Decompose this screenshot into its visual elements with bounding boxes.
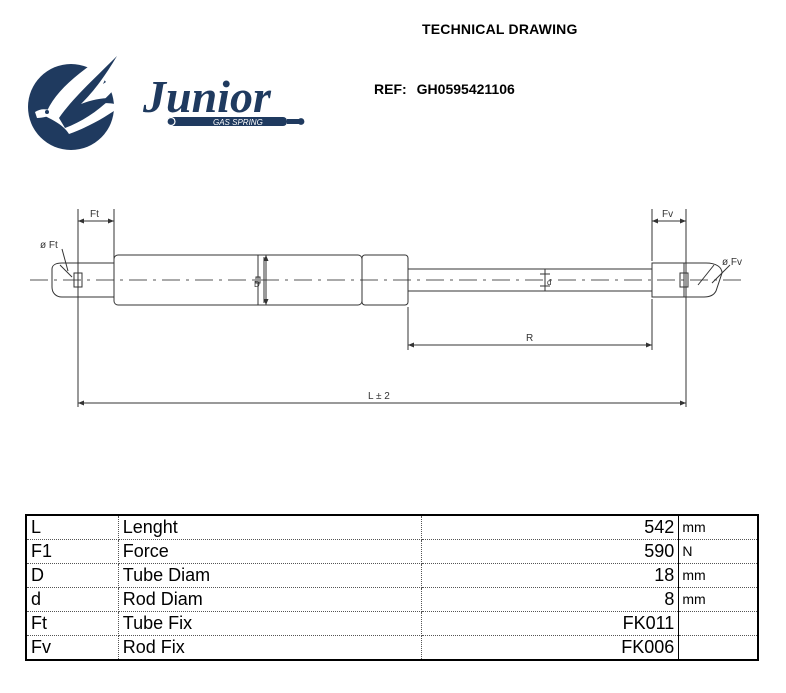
- stroke-label: R: [526, 333, 533, 344]
- spec-value: 542: [421, 514, 680, 540]
- spec-code: F1: [25, 539, 119, 564]
- spec-name: Rod Fix: [117, 635, 423, 661]
- spec-unit: mm: [678, 563, 759, 588]
- spec-name: Rod Diam: [117, 587, 423, 612]
- fv-dimension-label: Fv: [662, 209, 673, 220]
- spec-code: D: [25, 563, 119, 588]
- reference-value: GH0595421106: [416, 81, 515, 97]
- length-label: L ± 2: [368, 391, 390, 402]
- spec-unit: mm: [678, 587, 759, 612]
- phi-fv-label: ø Fv: [722, 257, 742, 268]
- technical-drawing: Ft Fv ø Ft ø Fv D d R L ± 2: [30, 209, 742, 407]
- spec-name: Force: [117, 539, 423, 564]
- page-title: TECHNICAL DRAWING: [422, 21, 578, 37]
- spec-value: 590: [421, 539, 680, 564]
- spec-name: Lenght: [117, 514, 423, 540]
- spec-code: L: [25, 514, 119, 540]
- reference: REF: GH0595421106: [374, 81, 515, 97]
- brand-wordmark: Junior: [142, 71, 272, 122]
- rod-diam-label: d: [547, 278, 551, 287]
- spec-unit: [678, 611, 759, 636]
- spec-value: FK011: [421, 611, 680, 636]
- spec-name: Tube Diam: [117, 563, 423, 588]
- tube-diam-label: D: [254, 280, 260, 289]
- junior-logo: Junior GAS SPRING: [28, 40, 306, 150]
- spec-code: Fv: [25, 635, 119, 661]
- spec-code: d: [25, 587, 119, 612]
- spec-value: 18: [421, 563, 680, 588]
- spec-value: 8: [421, 587, 680, 612]
- spec-name: Tube Fix: [117, 611, 423, 636]
- spec-unit: [678, 635, 759, 661]
- brand-tagline: GAS SPRING: [213, 118, 263, 127]
- phi-ft-label: ø Ft: [40, 240, 58, 251]
- ft-dimension-label: Ft: [90, 209, 99, 220]
- spec-code: Ft: [25, 611, 119, 636]
- spec-unit: mm: [678, 514, 759, 540]
- reference-label: REF:: [374, 81, 407, 97]
- spec-value: FK006: [421, 635, 680, 661]
- spec-unit: N: [678, 539, 759, 564]
